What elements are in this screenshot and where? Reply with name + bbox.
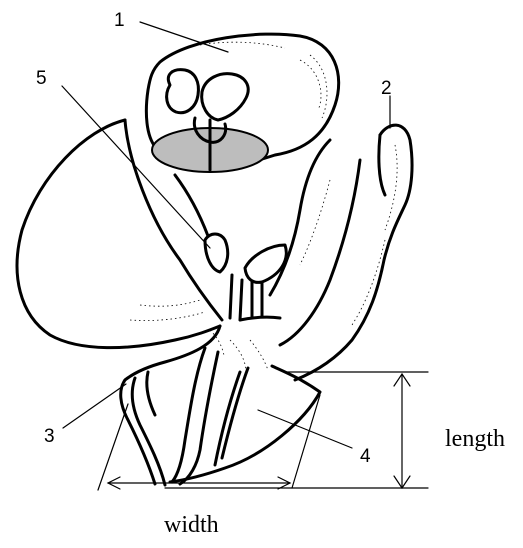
label-length: length <box>445 426 505 452</box>
right-sepal <box>270 140 360 345</box>
part-1-hood <box>146 34 338 172</box>
label-2: 2 <box>381 78 392 99</box>
part-3-basal <box>121 372 165 485</box>
label-4: 4 <box>360 446 371 467</box>
label-1: 1 <box>114 10 125 31</box>
label-3: 3 <box>44 426 55 447</box>
label-5: 5 <box>36 68 47 89</box>
part-5-column <box>175 175 286 320</box>
part-4-lip <box>125 317 320 484</box>
label-width: width <box>164 512 219 538</box>
leader-lines <box>62 22 390 448</box>
